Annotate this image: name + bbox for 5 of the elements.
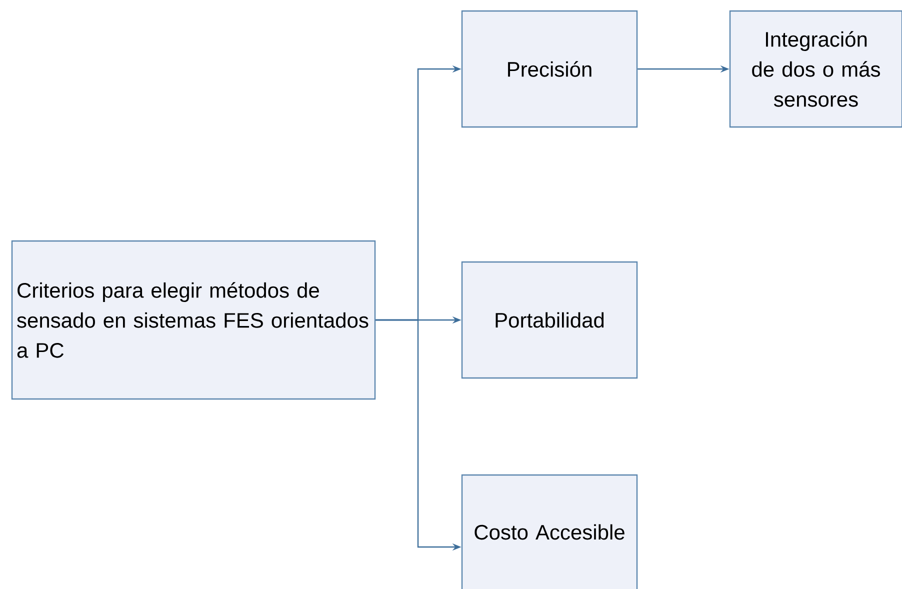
process-box: Precisión [461, 10, 638, 128]
process-box: Portabilidad [461, 261, 638, 379]
process-box: Costo Accesible [461, 474, 638, 589]
process-box: Criterios para elegir métodos de sensado en sistemas FES orientados a PC [11, 240, 376, 400]
process-box: Integración de dos o más sensores [729, 10, 902, 128]
